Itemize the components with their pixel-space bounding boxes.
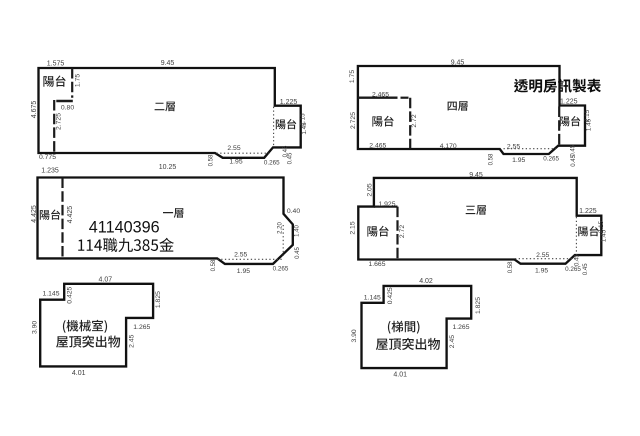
svg-text:0.45: 0.45 bbox=[583, 263, 589, 275]
svg-text:4.425: 4.425 bbox=[31, 205, 38, 223]
svg-text:4.01: 4.01 bbox=[393, 372, 407, 379]
svg-text:0.425: 0.425 bbox=[387, 287, 394, 304]
svg-text:0.45: 0.45 bbox=[288, 152, 294, 164]
svg-text:0.58: 0.58 bbox=[508, 261, 514, 273]
svg-text:0.58: 0.58 bbox=[211, 259, 217, 271]
svg-text:4.02: 4.02 bbox=[419, 278, 433, 285]
svg-text:2.72: 2.72 bbox=[411, 114, 418, 127]
svg-text:2.20: 2.20 bbox=[278, 222, 284, 234]
svg-text:1.95: 1.95 bbox=[237, 268, 250, 275]
svg-text:9.45: 9.45 bbox=[451, 60, 465, 67]
svg-text:2.15: 2.15 bbox=[598, 220, 605, 233]
svg-text:2.72: 2.72 bbox=[399, 225, 406, 238]
svg-text:0.58: 0.58 bbox=[209, 154, 215, 166]
svg-text:0.58: 0.58 bbox=[489, 153, 495, 165]
svg-text:1.95: 1.95 bbox=[512, 157, 525, 164]
svg-text:2.725: 2.725 bbox=[350, 112, 357, 129]
svg-text:4.170: 4.170 bbox=[440, 143, 457, 150]
svg-text:0.265: 0.265 bbox=[264, 159, 280, 166]
svg-text:4.01: 4.01 bbox=[72, 370, 86, 377]
svg-text:2.55: 2.55 bbox=[234, 252, 247, 259]
svg-text:0.80: 0.80 bbox=[61, 105, 74, 112]
svg-text:0.45: 0.45 bbox=[295, 247, 301, 259]
svg-text:1.45: 1.45 bbox=[601, 229, 608, 242]
svg-text:2.465: 2.465 bbox=[372, 91, 389, 98]
svg-text:2.465: 2.465 bbox=[369, 143, 386, 150]
svg-text:0.40: 0.40 bbox=[287, 208, 300, 215]
svg-text:0.45: 0.45 bbox=[283, 145, 289, 157]
svg-text:3.90: 3.90 bbox=[351, 329, 358, 342]
svg-text:2.05: 2.05 bbox=[366, 183, 373, 196]
svg-text:2.15: 2.15 bbox=[349, 221, 356, 234]
svg-text:2.55: 2.55 bbox=[507, 143, 520, 150]
svg-text:1.145: 1.145 bbox=[42, 290, 59, 297]
svg-text:2.45: 2.45 bbox=[129, 334, 136, 347]
svg-text:2.725: 2.725 bbox=[55, 113, 62, 130]
svg-text:0.265: 0.265 bbox=[543, 156, 559, 163]
svg-text:1.75: 1.75 bbox=[349, 70, 356, 83]
svg-text:1.225: 1.225 bbox=[560, 99, 578, 106]
svg-text:1.95: 1.95 bbox=[535, 267, 548, 274]
svg-text:4.425: 4.425 bbox=[67, 206, 74, 224]
svg-text:1.825: 1.825 bbox=[155, 291, 162, 308]
svg-text:1.95: 1.95 bbox=[229, 158, 242, 165]
svg-text:9.45: 9.45 bbox=[161, 60, 175, 67]
svg-text:3.90: 3.90 bbox=[31, 321, 38, 334]
svg-text:0.45: 0.45 bbox=[571, 154, 577, 166]
svg-text:0.45: 0.45 bbox=[571, 144, 577, 156]
svg-text:1.45: 1.45 bbox=[586, 118, 593, 131]
svg-text:2.45: 2.45 bbox=[449, 335, 456, 348]
svg-text:2.15: 2.15 bbox=[300, 113, 307, 126]
svg-text:0.265: 0.265 bbox=[565, 266, 581, 273]
svg-text:0.775: 0.775 bbox=[39, 154, 56, 161]
svg-text:1.265: 1.265 bbox=[133, 324, 150, 331]
svg-text:4.07: 4.07 bbox=[98, 277, 112, 284]
svg-text:1.665: 1.665 bbox=[368, 261, 385, 268]
svg-text:0.425: 0.425 bbox=[67, 286, 74, 303]
svg-text:1.145: 1.145 bbox=[364, 294, 381, 301]
svg-text:1.825: 1.825 bbox=[475, 297, 482, 314]
svg-text:0.45: 0.45 bbox=[575, 254, 581, 266]
svg-text:1.40: 1.40 bbox=[295, 225, 301, 237]
svg-text:1.225: 1.225 bbox=[579, 208, 597, 215]
svg-text:4.675: 4.675 bbox=[31, 101, 38, 119]
svg-text:2.55: 2.55 bbox=[227, 145, 240, 152]
svg-text:10.25: 10.25 bbox=[159, 164, 177, 171]
svg-text:9.45: 9.45 bbox=[469, 172, 483, 179]
svg-text:2.55: 2.55 bbox=[536, 252, 549, 259]
svg-text:1.225: 1.225 bbox=[280, 99, 298, 106]
svg-text:0.265: 0.265 bbox=[273, 266, 289, 273]
svg-text:1.265: 1.265 bbox=[452, 324, 469, 331]
svg-text:1.75: 1.75 bbox=[74, 74, 81, 87]
svg-text:1.575: 1.575 bbox=[47, 61, 65, 68]
svg-text:1.925: 1.925 bbox=[378, 201, 395, 208]
svg-text:1.235: 1.235 bbox=[41, 168, 59, 175]
svg-text:41140396: 41140396 bbox=[89, 219, 160, 237]
svg-text:1.45: 1.45 bbox=[301, 122, 308, 135]
svg-text:2.15: 2.15 bbox=[584, 109, 591, 122]
